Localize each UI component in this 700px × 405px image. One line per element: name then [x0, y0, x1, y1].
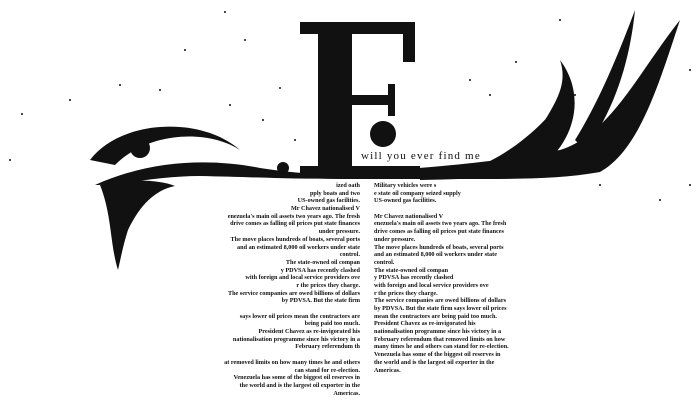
- text-line: The state-owned oil compan: [374, 266, 449, 274]
- text-line: pply boats and two: [309, 189, 360, 197]
- text-line: enezuela's main oil assets two years ago…: [227, 212, 360, 220]
- text-line: under pressure.: [374, 235, 416, 243]
- text-line: The move places hundreds of boats, sever…: [230, 235, 360, 243]
- text-line: drive comes as falling oil prices put st…: [374, 228, 504, 236]
- text-line: [224, 351, 360, 359]
- text-line: the world and is the largest oil exporte…: [239, 381, 360, 389]
- text-line: r the prices they charge.: [374, 289, 438, 297]
- tagline: will you ever find me: [361, 150, 481, 162]
- text-line: Mr Chavez nationalised V: [374, 212, 444, 220]
- text-line: The service companies are owed billions …: [227, 289, 360, 297]
- text-line: US-owned gas facilities.: [297, 197, 360, 205]
- text-line: Mr Chavez nationalised V: [290, 205, 360, 213]
- text-line: The state-owned oil compan: [285, 258, 360, 266]
- text-line: enezuela's main oil assets two years ago…: [374, 220, 507, 228]
- text-line: with foreign and local service providers…: [245, 274, 360, 282]
- text-line: nationalisation programme since his vict…: [232, 335, 360, 343]
- text-line: Venezuela has some of the biggest oil re…: [233, 374, 361, 382]
- text-line: by PDVSA. But the state firm: [281, 297, 360, 305]
- text-line: by PDVSA. But the state firm says lower …: [374, 305, 507, 312]
- text-line: and an estimated 8,000 oil workers under…: [237, 243, 360, 251]
- text-line: control.: [374, 258, 395, 266]
- text-line: and an estimated 8,000 oil workers under…: [374, 251, 497, 259]
- text-line: The service companies are owed billions …: [374, 297, 507, 305]
- text-line: with foreign and local service providers…: [374, 281, 489, 289]
- text-line: e state oil company seized supply: [374, 189, 461, 197]
- text-line: mean the contractors are being paid too …: [374, 312, 497, 320]
- text-line: ized oath: [336, 182, 360, 189]
- text-line: says lower oil prices mean the contracto…: [239, 312, 360, 320]
- text-line: being paid too much.: [304, 320, 360, 328]
- text-line: President Chavez as re-invigorated his: [374, 320, 476, 328]
- text-line: Americas.: [333, 389, 360, 397]
- text-line: at removed limits on how many times he a…: [224, 358, 360, 366]
- text-line: y PDVSA has recently clashed: [374, 274, 454, 282]
- text-line: February referendum th: [295, 343, 360, 351]
- text-line: President Chavez as re-invigorated his: [258, 328, 360, 336]
- text-line: US-owned gas facilities.: [374, 197, 437, 205]
- text-line: [224, 305, 360, 313]
- text-line: control.: [339, 251, 360, 259]
- text-line: y PDVSA has recently clashed: [280, 266, 360, 274]
- headline-letter-e: [300, 22, 420, 178]
- text-line: The move places hundreds of boats, sever…: [374, 243, 504, 251]
- text-line: under pressure.: [318, 228, 360, 236]
- text-line: can stand for re-election.: [294, 366, 360, 374]
- text-line: the world and is the largest oil exporte…: [374, 358, 495, 366]
- text-line: many times he and others can stand for r…: [374, 343, 509, 351]
- text-line: February referendum that removed limits …: [374, 335, 506, 343]
- text-line: nationalisation programme since his vict…: [374, 328, 502, 336]
- text-line: [374, 205, 509, 213]
- text-line: drive comes as falling oil prices put st…: [230, 220, 360, 228]
- text-line: Military vehicles were s: [374, 182, 437, 189]
- text-line: r the prices they charge.: [296, 281, 360, 289]
- text-line: Venezuela has some of the biggest oil re…: [374, 351, 501, 359]
- text-line: Americas.: [374, 366, 401, 374]
